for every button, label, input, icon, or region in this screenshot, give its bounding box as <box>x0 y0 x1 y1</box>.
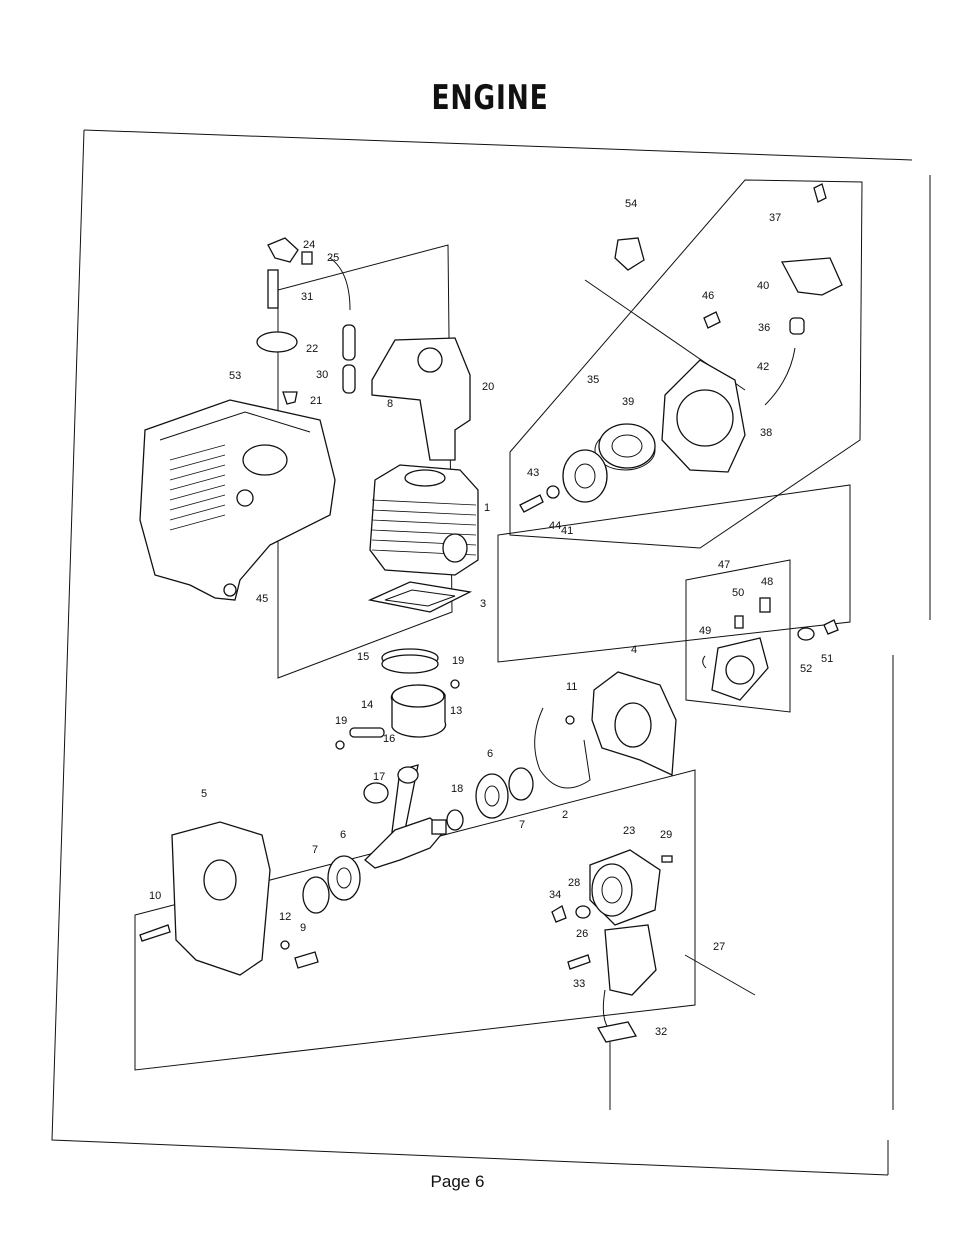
callout-10: 10 <box>149 890 161 902</box>
callout-24: 24 <box>303 239 315 251</box>
callout-8: 8 <box>387 398 393 410</box>
callout-5: 5 <box>201 788 207 800</box>
callout-15: 15 <box>357 651 369 663</box>
callout-16: 16 <box>383 733 395 745</box>
callout-31: 31 <box>301 291 313 303</box>
callout-38: 38 <box>760 427 772 439</box>
callout-47: 47 <box>718 559 730 571</box>
starter-assembly <box>519 183 843 513</box>
callout-45: 45 <box>256 593 268 605</box>
ignition-top-parts <box>256 237 356 405</box>
callout-4: 4 <box>631 644 637 656</box>
diagram-frame <box>51 129 931 1176</box>
callout-19b: 19 <box>335 715 347 727</box>
callout-17: 17 <box>373 771 385 783</box>
callout-54: 54 <box>625 198 637 210</box>
callout-7b: 7 <box>312 844 318 856</box>
callout-53: 53 <box>229 370 241 382</box>
callout-48: 48 <box>761 576 773 588</box>
callout-33: 33 <box>573 978 585 990</box>
callout-18: 18 <box>451 783 463 795</box>
heat-shield <box>371 337 471 461</box>
callout-11: 11 <box>566 681 577 693</box>
rotor-assembly <box>702 597 839 701</box>
callout-35: 35 <box>587 374 599 386</box>
callout-19a: 19 <box>452 655 464 667</box>
callout-36: 36 <box>758 322 770 334</box>
callout-9: 9 <box>300 922 306 934</box>
page-title: ENGINE <box>431 78 549 118</box>
callout-46: 46 <box>702 290 714 302</box>
callout-39: 39 <box>622 396 634 408</box>
callout-44: 44 <box>549 520 561 532</box>
callout-32: 32 <box>655 1026 667 1038</box>
callout-20: 20 <box>482 381 494 393</box>
callout-2: 2 <box>562 809 568 821</box>
callout-27: 27 <box>713 941 725 953</box>
callout-28: 28 <box>568 877 580 889</box>
callout-13: 13 <box>450 705 462 717</box>
callout-6b: 6 <box>340 829 346 841</box>
callout-25: 25 <box>327 252 339 264</box>
callout-37: 37 <box>769 212 781 224</box>
callout-52: 52 <box>800 663 812 675</box>
callout-40: 40 <box>757 280 769 292</box>
callout-30: 30 <box>316 369 328 381</box>
muffler-cover <box>139 399 336 601</box>
callout-51: 51 <box>821 653 833 665</box>
piston-crank <box>335 648 575 869</box>
callout-21: 21 <box>310 395 322 407</box>
cylinder <box>369 464 479 576</box>
callout-26: 26 <box>576 928 588 940</box>
callout-6a: 6 <box>487 748 493 760</box>
callout-1: 1 <box>484 502 490 514</box>
callout-42: 42 <box>757 361 769 373</box>
callout-3: 3 <box>480 598 486 610</box>
crankcase-right <box>534 671 677 789</box>
callout-41: 41 <box>561 525 573 537</box>
callout-22: 22 <box>306 343 318 355</box>
callout-23: 23 <box>623 825 635 837</box>
page-footer: Page 6 <box>430 1172 485 1191</box>
gasket <box>367 581 473 613</box>
callout-7a: 7 <box>519 819 525 831</box>
ignition-assembly <box>551 849 756 1110</box>
callout-12: 12 <box>279 911 291 923</box>
callout-34: 34 <box>549 889 561 901</box>
callout-49: 49 <box>699 625 711 637</box>
callout-43: 43 <box>527 467 539 479</box>
callout-layer: 1234566778910111213141516171819192021222… <box>149 198 833 1038</box>
callout-29: 29 <box>660 829 672 841</box>
callout-50: 50 <box>732 587 744 599</box>
crankcase-left <box>139 821 361 976</box>
callout-14: 14 <box>361 699 373 711</box>
